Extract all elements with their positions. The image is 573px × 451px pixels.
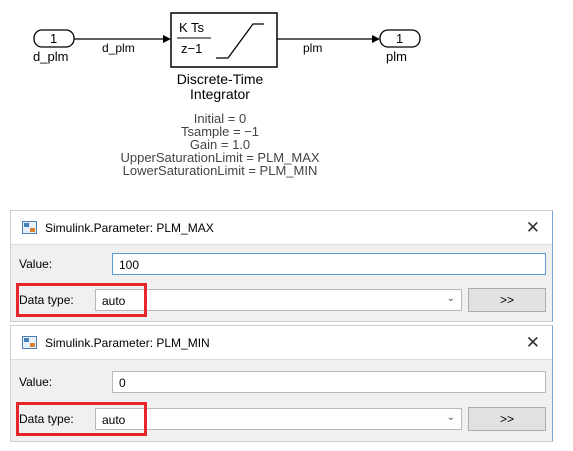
chevron-down-icon: ⌄ — [446, 293, 455, 304]
inport-number[interactable]: 1 — [50, 31, 58, 46]
datatype-label: Data type: — [19, 412, 74, 426]
integrator-block[interactable] — [171, 13, 277, 67]
outport-block-shape — [379, 29, 421, 48]
param-gain: Gain = 1.0 — [189, 137, 251, 152]
datatype-label: Data type: — [19, 293, 74, 307]
output-signal-label: plm — [303, 41, 323, 55]
chevron-down-icon: ⌄ — [446, 412, 455, 423]
simulink-icon — [22, 336, 37, 349]
value-input[interactable]: 0 — [112, 371, 546, 393]
block-name-line2: Integrator — [190, 86, 250, 102]
close-icon[interactable]: ✕ — [525, 333, 540, 352]
datatype-select[interactable]: auto ⌄ — [95, 289, 462, 311]
block-name-line1: Discrete-Time — [176, 71, 264, 87]
diagram-lines — [33, 12, 421, 68]
outport-number[interactable]: 1 — [396, 31, 404, 46]
param-upper-limit: UpperSaturationLimit = PLM_MAX — [120, 150, 320, 165]
datatype-row: Data type: auto ⌄ >> — [11, 407, 552, 431]
dialog-title: Simulink.Parameter: PLM_MIN — [45, 336, 210, 350]
datatype-value: auto — [102, 413, 126, 427]
simulink-diagram: 1 d_plm d_plm K Ts z−1 plm 1 plm Discret… — [0, 0, 573, 205]
saturation-glyph — [216, 23, 264, 59]
simulink-icon — [22, 221, 37, 234]
datatype-assistant-button[interactable]: >> — [468, 407, 546, 431]
input-arrow-head — [163, 35, 171, 43]
block-parameters: Initial = 0 Tsample = −1 Gain = 1.0 Uppe… — [60, 112, 380, 177]
inport-name: d_plm — [33, 49, 69, 64]
datatype-select[interactable]: auto ⌄ — [95, 408, 462, 430]
datatype-row: Data type: auto ⌄ >> — [11, 288, 552, 312]
param-tsample: Tsample = −1 — [180, 124, 260, 139]
parameter-dialog-plm-max: Simulink.Parameter: PLM_MAX ✕ Value: 100… — [10, 210, 553, 322]
value-row: Value: 0 — [11, 370, 552, 394]
value-label: Value: — [19, 257, 53, 271]
outport-name: plm — [386, 49, 407, 64]
block-numerator: K Ts — [179, 20, 205, 35]
value-label: Value: — [19, 375, 53, 389]
parameter-dialog-plm-min: Simulink.Parameter: PLM_MIN ✕ Value: 0 D… — [10, 325, 553, 442]
close-icon[interactable]: ✕ — [525, 218, 540, 237]
param-initial: Initial = 0 — [193, 111, 247, 126]
value-input[interactable]: 100 — [112, 253, 546, 275]
value-row: Value: 100 — [11, 252, 552, 276]
dialog-titlebar[interactable]: Simulink.Parameter: PLM_MAX ✕ — [11, 211, 552, 245]
dialog-title: Simulink.Parameter: PLM_MAX — [45, 221, 214, 235]
input-signal-label: d_plm — [102, 41, 135, 55]
block-denominator: z−1 — [181, 41, 203, 56]
datatype-value: auto — [102, 294, 126, 308]
output-arrow-head — [372, 35, 380, 43]
param-lower-limit: LowerSaturationLimit = PLM_MIN — [122, 163, 318, 178]
datatype-assistant-button[interactable]: >> — [468, 288, 546, 312]
block-name: Discrete-Time Integrator — [150, 72, 290, 102]
dialog-titlebar[interactable]: Simulink.Parameter: PLM_MIN ✕ — [11, 326, 552, 360]
